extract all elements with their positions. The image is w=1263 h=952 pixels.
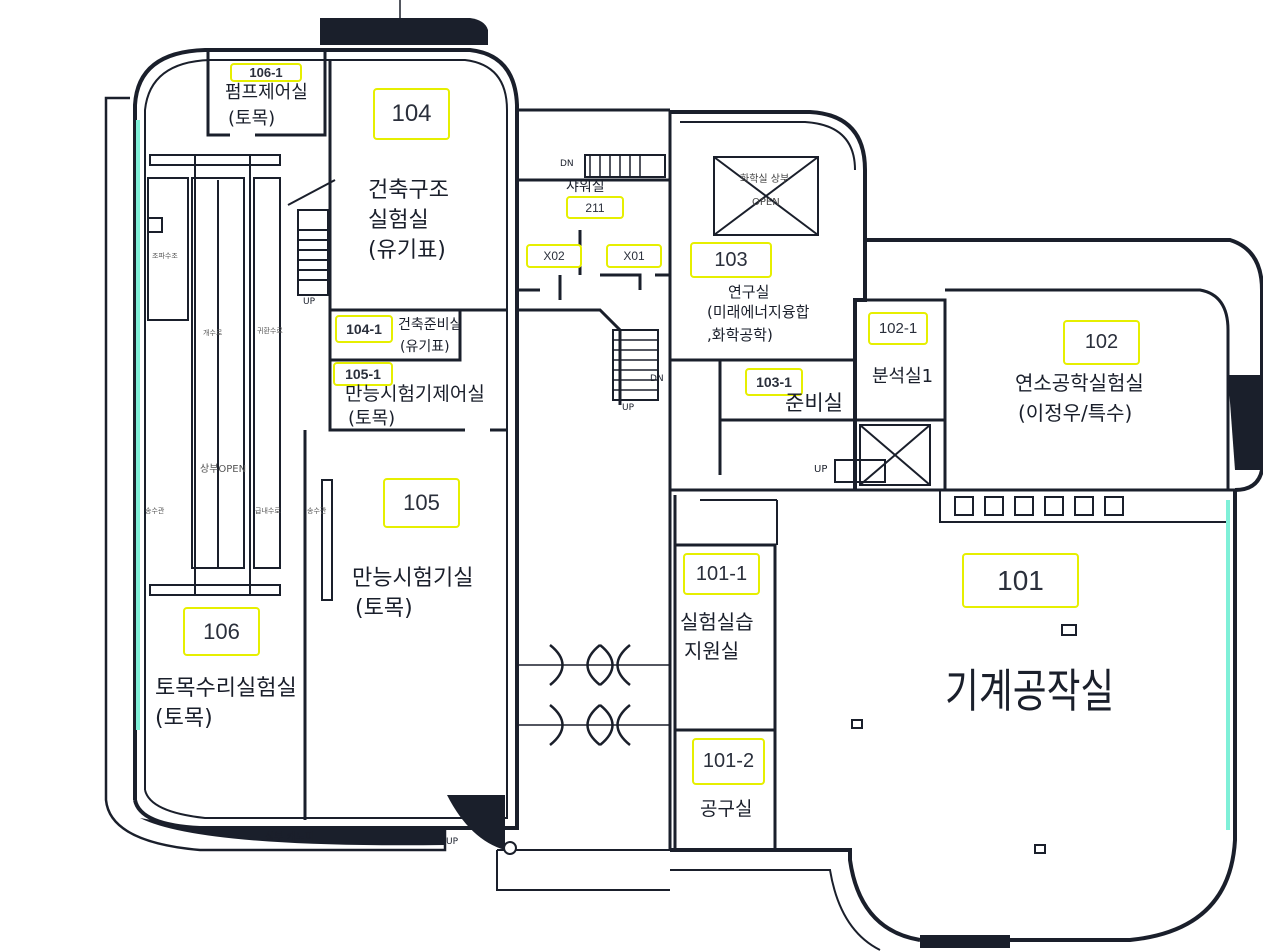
return-channel-label: 귀환수로 [257, 327, 283, 335]
supply-pipe-label-2: 송수관 [307, 507, 327, 515]
room-name-structure-lab: 건축구조 [368, 178, 449, 203]
stair-up-label: UP [622, 403, 635, 413]
wave-tank-label: 조파수조 [152, 252, 178, 260]
upper-canopy-label: 상부 캐노피 [265, 832, 315, 843]
room-name-pump-control: 펌프제어실 [225, 82, 308, 103]
room-name-combustion-2: (이정우/특수) [1018, 401, 1133, 425]
room-number-105: 105 [383, 478, 460, 528]
room-number-104-1: 104-1 [335, 315, 393, 343]
upper-open-label: 상부OPEN [200, 464, 247, 475]
room-number-102-1: 102-1 [868, 312, 928, 345]
room-name-pump-control-dept: (토목) [228, 108, 276, 129]
chem-upper-label: 화학실 상부 [740, 174, 790, 185]
room-number-106: 106 [183, 607, 260, 656]
room-name-research-3: ,화학공학) [707, 326, 773, 344]
room-name-prep: 준비실 [785, 391, 843, 415]
room-name-utm-room: 만능시험기실 [352, 566, 474, 591]
room-number-211: 211 [566, 196, 624, 219]
room-name-research-2: (미래에너지융합 [707, 303, 810, 321]
stair-up-label: UP [303, 297, 316, 307]
room-name-support-2: 지원실 [684, 639, 740, 663]
room-number-106-1: 106-1 [230, 63, 302, 82]
stair-down-label: DN [650, 374, 664, 384]
room-name-analysis: 분석실1 [872, 366, 934, 387]
supply-pipe-label: 송수관 [145, 507, 165, 515]
room-name-utm-control-dept: (토목) [348, 408, 396, 429]
room-name-utm-room-dept: (토목) [355, 596, 413, 621]
room-number-103: 103 [690, 242, 772, 278]
room-number-102: 102 [1063, 320, 1140, 365]
stair-up-label: UP [814, 464, 828, 475]
room-name-structure-lab-dept: (유기표) [368, 238, 446, 263]
stair-down-label: DN [560, 159, 574, 169]
room-number-101-1: 101-1 [683, 553, 760, 595]
room-number-104: 104 [373, 88, 450, 140]
room-number-105-1: 105-1 [333, 362, 393, 386]
stair-up-label: UP [446, 837, 459, 847]
room-name-shower: 샤워실 [566, 179, 605, 195]
room-number-103-1: 103-1 [745, 368, 803, 396]
room-name-arch-prep-dept: (유기표) [400, 339, 450, 355]
inner-channel-label: 급내수로 [255, 507, 281, 515]
room-number-101-2: 101-2 [692, 738, 765, 785]
room-number-x02: X02 [526, 244, 582, 268]
room-name-combustion: 연소공학실험실 [1015, 371, 1144, 395]
room-number-x01: X01 [606, 244, 662, 268]
room-name-hydraulics-dept: (토목) [155, 706, 213, 731]
room-name-research: 연구실 [728, 283, 770, 301]
room-name-tool-room: 공구실 [700, 798, 753, 820]
room-name-machine-shop: 기계공작실 [945, 664, 1115, 718]
room-name-support: 실험실습 [680, 610, 754, 634]
room-name-utm-control: 만능시험기제어실 [345, 383, 485, 405]
room-name-structure-lab-2: 실험실 [368, 208, 429, 233]
room-number-101: 101 [962, 553, 1079, 608]
channel-label: 개수로 [203, 329, 223, 337]
room-name-hydraulics: 토목수리실험실 [155, 676, 297, 701]
room-name-arch-prep: 건축준비실 [398, 317, 463, 333]
chem-open-label: OPEN [752, 197, 780, 208]
